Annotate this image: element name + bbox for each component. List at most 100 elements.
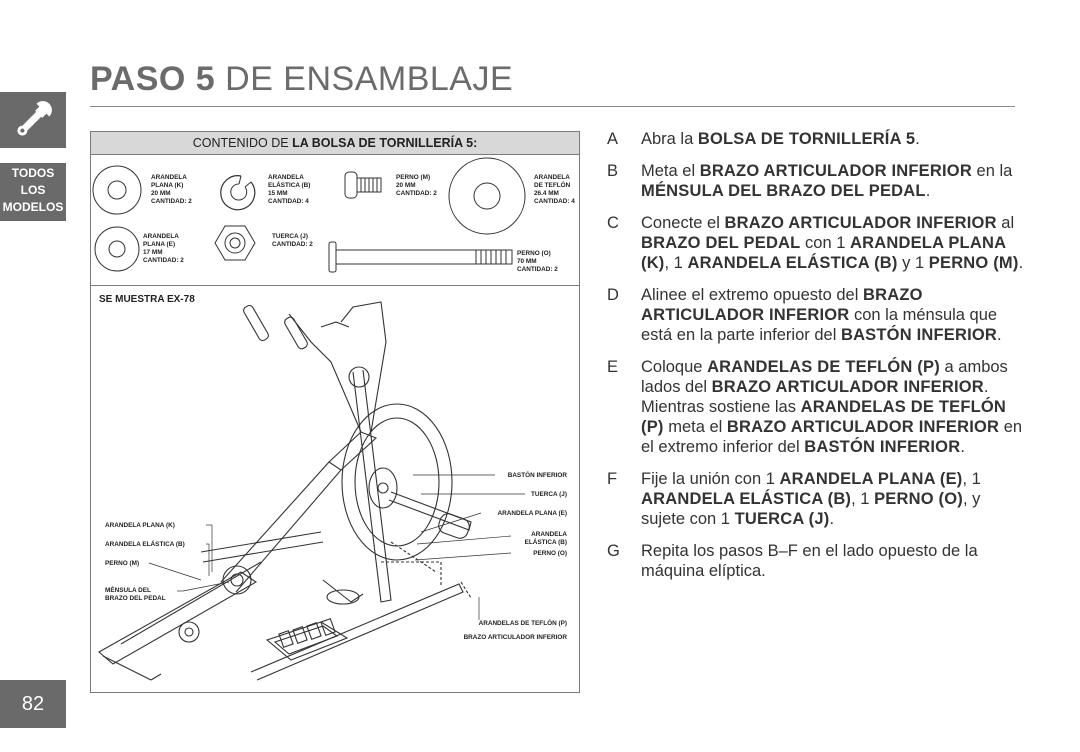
step-text: , 1 [664,254,688,272]
step-text: . [960,438,965,456]
step-emphasis: ARANDELA ELÁSTICA (B) [687,254,898,272]
part-line: Cantidad: 4 [534,198,575,205]
callout-lower-stalk: BASTÓN INFERIOR [507,472,567,479]
assembly-steps: A Abra la BOLSA DE TORNILLERÍA 5. B Meta el… [607,129,1027,593]
step-a: A Abra la BOLSA DE TORNILLERÍA 5. [607,129,1027,149]
part-line: Cantidad: 2 [396,190,437,197]
bolt-m-icon [344,171,382,199]
model-applicability-tab: TODOS LOS MODELOS [0,163,66,221]
step-emphasis: ARANDELA PLANA (K) [641,234,1006,272]
part-line: Cantidad: 2 [143,257,184,264]
nut-j-icon [214,225,256,261]
part-line: PERNO (O) [517,250,551,257]
lock-washer-b-icon [220,175,256,211]
step-emphasis: BRAZO ARTICULADOR INFERIOR [711,378,984,396]
part-line: 20 mm [396,182,416,189]
step-text: en la [971,162,1013,180]
part-label-teflon-washer: ARANDELA DE TEFLÓN 26.4 mm Cantidad: 4 [534,174,575,206]
step-text: y 1 [897,254,929,272]
step-text: . [997,326,1002,344]
step-text: con 1 [800,234,850,252]
step-emphasis: ARANDELA ELÁSTICA (B) [641,490,852,508]
part-line: Cantidad: 2 [151,198,192,205]
step-emphasis: BASTÓN INFERIOR [804,438,961,456]
page-number: 82 [0,680,66,728]
step-text: . [925,182,931,200]
part-label-nut-j: TUERCA (J) Cantidad: 2 [272,233,313,249]
step-letter: B [607,162,619,180]
step-text: , 1 [851,490,875,508]
step-text: . [915,130,920,148]
parts-divider [91,285,579,286]
part-label-bolt-m: PERNO (M) 20 mm Cantidad: 2 [396,174,437,198]
step-g: G Repita los pasos B–F en el lado opuesto… [607,541,1027,581]
step-emphasis: BRAZO DEL PEDAL [641,234,801,252]
step-emphasis: PERNO (M) [928,254,1019,272]
callout-lock-washer-b: ARANDELA ELÁSTICA (B) [105,541,185,548]
title-rest: DE ENSAMBLAJE [215,60,514,98]
step-emphasis: TUERCA (J) [734,510,830,528]
bolt-o-icon [328,241,513,273]
applies-line-3: MODELOS [2,200,64,214]
part-line: ELÁSTICA (B) [268,182,311,189]
step-emphasis: BASTÓN INFERIOR [840,326,998,344]
part-line: Cantidad: 2 [517,266,558,273]
part-line: ARANDELA [268,174,304,181]
step-emphasis: ARANDELA PLANA (E) [779,470,963,488]
page-title: PASO 5 DE ENSAMBLAJE [90,60,513,99]
shown-model-label: SE MUESTRA EX-78 [99,294,195,305]
step-text: Repita los pasos B–F en el lado opuesto … [641,542,978,580]
flat-washer-k-icon [92,165,142,215]
contents-header: CONTENIDO DE LA BOLSA DE TORNILLERÍA 5: [91,132,579,155]
callout-nut-j: TUERCA (J) [531,491,567,498]
callout-line: BRAZO DEL PEDAL [105,595,166,602]
teflon-washer-icon [448,157,526,235]
callout-bolt-o: PERNO (O) [533,550,567,557]
part-line: TUERCA (J) [272,233,308,240]
step-text: Abra la [641,130,698,148]
callout-lower-link-arm: BRAZO ARTICULADOR INFERIOR [463,634,567,641]
step-emphasis: BOLSA DE TORNILLERÍA 5 [697,130,916,148]
step-emphasis: BRAZO ARTICULADOR INFERIOR [724,214,997,232]
step-d: D Alinee el extremo opuesto del BRAZO ART… [607,285,1027,345]
callout-lock-washer-b-right: ARANDELA ELÁSTICA (B) [525,531,567,547]
step-text: . [1018,254,1024,272]
step-emphasis: MÉNSULA DEL BRAZO DEL PEDAL [641,182,926,200]
step-emphasis: BRAZO ARTICULADOR INFERIOR [641,286,923,324]
step-text: Conecte el [641,214,725,232]
part-label-bolt-o: PERNO (O) 70 mm Cantidad: 2 [517,250,558,274]
step-text: con la ménsula que está en la parte infe… [641,306,998,344]
step-text: a ambos lados del [641,358,1008,396]
step-emphasis: BRAZO ARTICULADOR INFERIOR [726,418,1000,436]
step-text: meta el [663,418,727,436]
title-divider [90,106,1015,107]
step-text: . Mientras sostiene las [641,378,989,416]
callout-pedal-arm-bracket: MÉNSULA DEL BRAZO DEL PEDAL [105,587,166,603]
callout-line: ARANDELA [531,531,567,538]
part-line: DE TEFLÓN [534,182,571,189]
callout-line: MÉNSULA DEL [105,587,151,594]
part-line: ARANDELA [151,174,187,181]
step-letter: C [607,214,619,232]
callout-flat-washer-k: ARANDELA PLANA (K) [105,522,175,529]
step-emphasis: ARANDELAS DE TEFLÓN (P) [641,398,1007,436]
part-line: 26.4 mm [534,190,559,197]
step-text: Alinee el extremo opuesto del [641,286,863,304]
step-text: , y sujete con 1 [641,490,981,528]
step-letter: G [607,542,620,560]
step-letter: A [607,130,619,148]
part-line: Cantidad: 4 [268,198,309,205]
part-line: 17 mm [143,249,163,256]
step-letter: E [607,358,619,376]
step-letter: F [607,470,618,488]
step-text: Meta el [641,162,700,180]
wrench-tab [0,92,66,148]
step-letter: D [607,286,619,304]
callout-line: ELÁSTICA (B) [524,539,567,546]
part-label-flat-washer-k: ARANDELA PLANA (K) 20 mm Cantidad: 2 [151,174,192,206]
contents-header-prefix: CONTENIDO DE [192,136,293,150]
